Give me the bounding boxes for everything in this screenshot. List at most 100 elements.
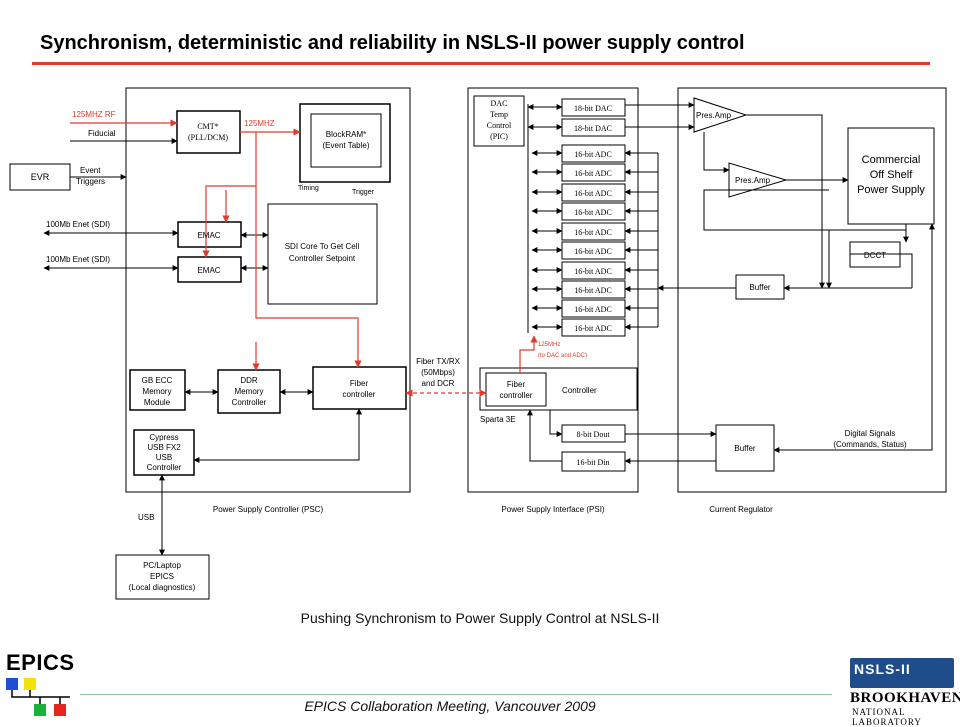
ddr-line-2: Memory <box>235 387 264 396</box>
psc-fiber-line-2: controller <box>343 390 376 399</box>
usb-ctrl-line-4: Controller <box>147 463 182 472</box>
psi-controller-block <box>479 367 638 411</box>
trigger-label: Trigger <box>352 189 375 196</box>
blockram-block <box>310 113 382 168</box>
emac-label-2: EMAC <box>197 266 220 275</box>
timing-trigger-outer <box>299 103 391 183</box>
label-fiducial: Fiducial <box>88 129 116 138</box>
cots-line-1: Commercial <box>862 154 921 166</box>
usb-ctrl-line-2: USB FX2 <box>147 443 181 452</box>
usb-ctrl-line-1: Cypress <box>149 433 178 442</box>
ddr-line-3: Controller <box>232 398 267 407</box>
sdi-line-1: SDI Core To Get Cell <box>285 242 360 251</box>
page-title: Synchronism, deterministic and reliabili… <box>40 32 745 54</box>
cots-line-3: Power Supply <box>857 184 925 196</box>
epics-logo-word: EPICS <box>6 650 75 675</box>
label-125: 125MHZ <box>244 119 275 128</box>
psi-fiber-block <box>485 372 547 407</box>
pc-line-1: PC/Laptop <box>143 561 181 570</box>
gbecc-line-2: Memory <box>143 387 172 396</box>
brookhaven-logo: BROOKHAVEN NATIONAL LABORATORY <box>850 690 960 727</box>
emac-label-1: EMAC <box>197 231 220 240</box>
pc-line-3: (Local diagnostics) <box>129 583 196 592</box>
dactemp-line-3: Control <box>487 121 512 130</box>
figure-caption: Pushing Synchronism to Power Supply Cont… <box>300 610 660 626</box>
adc-label: 16-bit ADC <box>574 208 612 217</box>
fpga-label: Sparta 3E <box>480 415 516 424</box>
psi-controller-label: Controller <box>562 386 597 395</box>
link-line-1: Fiber TX/RX <box>416 357 461 366</box>
cmt-block <box>176 110 241 154</box>
event-triggers-2: Triggers <box>76 177 105 186</box>
dout-label: 8-bit Dout <box>576 430 610 439</box>
timing-label: Timing <box>298 185 319 192</box>
epics-logo-graphic <box>6 678 70 716</box>
psi-fiber-line-1: Fiber <box>507 380 526 389</box>
adc-label: 16-bit ADC <box>574 169 612 178</box>
amp-label-1: Pres.Amp <box>696 111 732 120</box>
dactemp-line-1: DAC <box>491 99 508 108</box>
title-underline <box>32 62 930 65</box>
clk-note-2: (to DAC and ADC) <box>538 353 587 359</box>
psc-fiber-line-1: Fiber <box>350 379 369 388</box>
cmt-line-2: (PLL/DCM) <box>188 133 228 142</box>
nsls-logo-text: NSLS-II <box>854 661 911 677</box>
psi-fiber-line-2: controller <box>500 391 533 400</box>
digital-line-2: (Commands, Status) <box>833 440 907 449</box>
evr-label: EVR <box>31 172 50 182</box>
cr-container <box>677 87 947 493</box>
psi-container <box>467 87 639 493</box>
adc-label: 16-bit ADC <box>574 247 612 256</box>
adc-label: 16-bit ADC <box>574 267 612 276</box>
usb-ctrl-line-3: USB <box>156 453 172 462</box>
epics-logo: EPICS <box>4 650 74 720</box>
enet-label-2: 100Mb Enet (SDI) <box>46 255 110 264</box>
pc-line-2: EPICS <box>150 572 174 581</box>
adc-label: 16-bit ADC <box>574 150 612 159</box>
dac-label-2: 18-bit DAC <box>574 124 612 133</box>
event-triggers-1: Event <box>80 166 101 175</box>
dactemp-line-2: Temp <box>490 110 508 119</box>
dac-temp-block <box>473 95 525 147</box>
pres-amp-2 <box>728 162 788 198</box>
footer-text: EPICS Collaboration Meeting, Vancouver 2… <box>304 698 596 714</box>
link-line-3: and DCR <box>422 379 455 388</box>
sdi-core-block <box>267 203 378 305</box>
usb-label: USB <box>138 513 154 522</box>
dactemp-line-4: (PIC) <box>490 132 508 141</box>
gbecc-line-1: GB ECC <box>142 376 173 385</box>
psc-label: Power Supply Controller (PSC) <box>213 505 324 514</box>
psc-container <box>125 87 411 493</box>
buffer-label-2: Buffer <box>734 444 756 453</box>
sdi-line-2: Controller Setpoint <box>289 254 356 263</box>
ddr-line-1: DDR <box>240 376 258 385</box>
blockram-line-1: BlockRAM* <box>326 130 366 139</box>
clk-note-1: 125MHz <box>538 342 560 348</box>
cr-label: Current Regulator <box>709 505 773 514</box>
brookhaven-logo-sub: NATIONAL LABORATORY <box>852 707 922 727</box>
psi-label: Power Supply Interface (PSI) <box>501 505 604 514</box>
dac-label-1: 18-bit DAC <box>574 104 612 113</box>
brookhaven-logo-name: BROOKHAVEN <box>850 690 960 706</box>
label-125rf: 125MHZ RF <box>72 110 116 119</box>
psc-fiber-block <box>312 366 407 410</box>
amp-label-2: Pres.Amp <box>735 176 771 185</box>
dcct-label: DCCT <box>864 251 886 260</box>
adc-label: 16-bit ADC <box>574 324 612 333</box>
enet-label-1: 100Mb Enet (SDI) <box>46 220 110 229</box>
adc-label: 16-bit ADC <box>574 228 612 237</box>
din-label: 16-bit Din <box>576 458 609 467</box>
adc-label: 16-bit ADC <box>574 286 612 295</box>
cmt-line-1: CMT* <box>197 122 218 131</box>
blockram-line-2: (Event Table) <box>323 141 370 150</box>
adc-label: 16-bit ADC <box>574 189 612 198</box>
digital-line-1: Digital Signals <box>845 429 896 438</box>
buffer-label-1: Buffer <box>749 283 771 292</box>
adc-label: 16-bit ADC <box>574 305 612 314</box>
link-line-2: (50Mbps) <box>421 368 455 377</box>
pres-amp-1 <box>693 97 748 133</box>
adc-bus-lines <box>531 150 563 330</box>
footer-divider <box>80 694 832 695</box>
gbecc-line-3: Module <box>144 398 171 407</box>
